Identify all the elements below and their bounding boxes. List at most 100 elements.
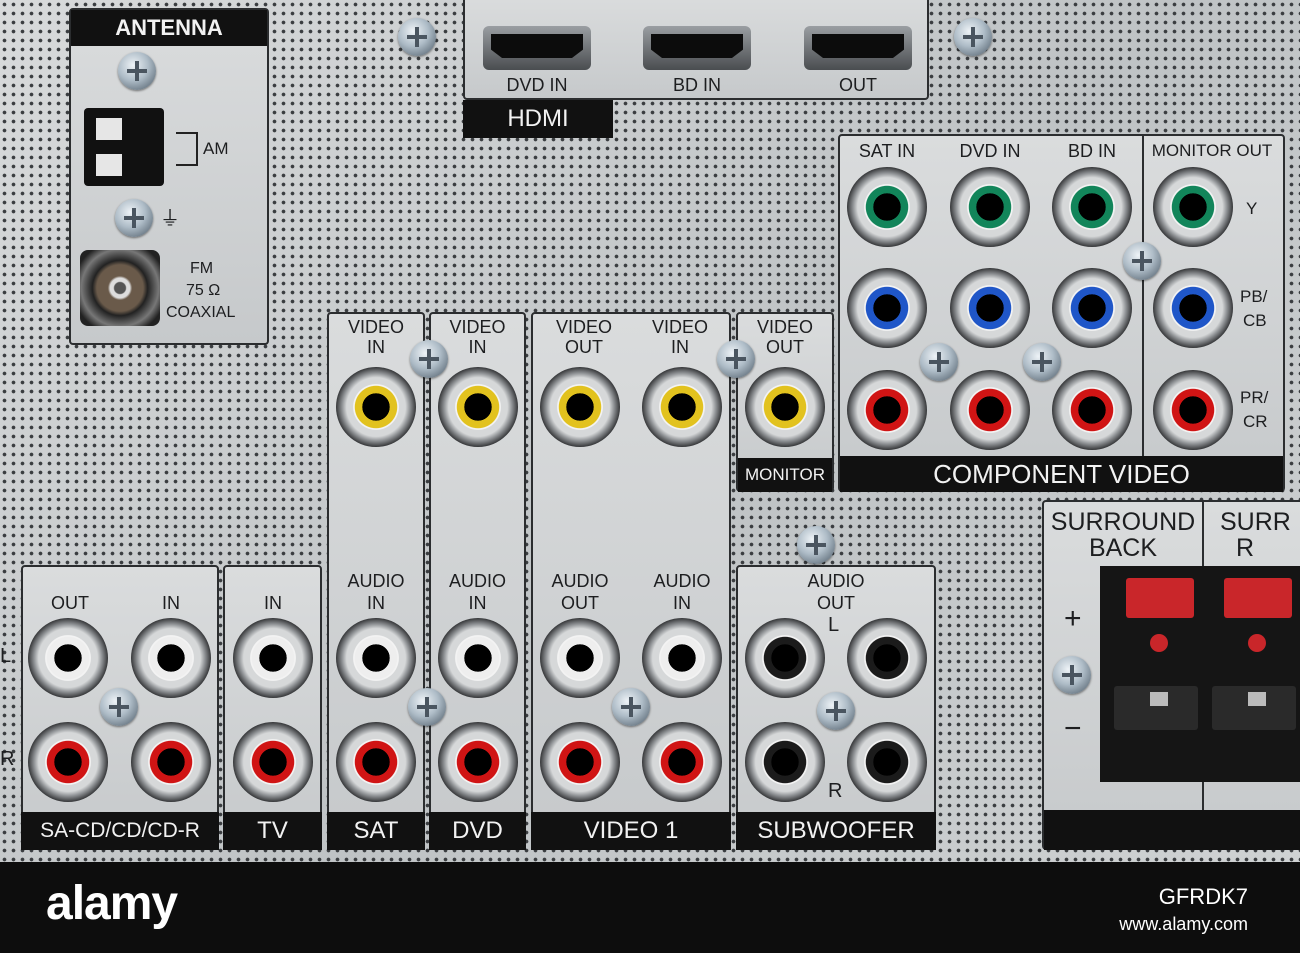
dvd-audio-in-label-2: IN	[468, 593, 487, 613]
subwoofer-r-label: R	[828, 780, 843, 802]
component-divider	[1142, 134, 1144, 456]
speaker-post-grey-2	[1248, 692, 1266, 706]
plus-label: +	[1064, 602, 1082, 635]
fm-ohm-label: 75 Ω	[186, 282, 221, 299]
subwoofer-jack-4	[847, 722, 927, 802]
video1-audio-in-label-1: AUDIO	[653, 571, 711, 591]
dvd-title: DVD	[429, 812, 526, 850]
antenna-screw-ground	[115, 199, 153, 237]
hdmi-screw-left	[398, 18, 436, 56]
pb-label: PB/	[1240, 287, 1268, 306]
component-screw-1	[1123, 242, 1161, 280]
component-dvd-pr-jack	[950, 370, 1030, 450]
surround-back-label-1: SURROUND	[1050, 508, 1196, 536]
monitor-video-out-label-1: VIDEO	[756, 317, 813, 337]
subwoofer-audio-label: AUDIO	[807, 571, 865, 591]
video1-title: VIDEO 1	[531, 812, 731, 850]
surround-screw	[1053, 656, 1091, 694]
video1-audio-in-l-jack	[642, 618, 722, 698]
video-screw-4	[612, 688, 650, 726]
sacd-out-l-jack	[28, 618, 108, 698]
sacd-out-r-jack	[28, 722, 108, 802]
hdmi-dvd-in-label: DVD IN	[506, 75, 568, 95]
component-bd-in-label: BD IN	[1067, 141, 1116, 161]
surround-r-label-1: SURR	[1220, 508, 1291, 536]
component-screw-2	[920, 343, 958, 381]
tv-in-label: IN	[264, 593, 282, 613]
watermark-brand: alamy	[46, 877, 178, 930]
video1-video-out-label-1: VIDEO	[555, 317, 612, 337]
am-label: AM	[203, 139, 229, 158]
fm-label: FM	[190, 260, 214, 277]
sacd-in-r-jack	[131, 722, 211, 802]
pr-label: PR/	[1240, 388, 1269, 407]
subwoofer-out-label: OUT	[817, 593, 855, 613]
video1-video-in-label-2: IN	[671, 337, 689, 357]
surround-bottom-bar	[1044, 810, 1300, 850]
monitor-pr-jack	[1153, 370, 1233, 450]
surround-back-label-2: BACK	[1088, 534, 1158, 562]
sat-video-in-jack	[336, 367, 416, 447]
am-terminal	[84, 108, 164, 186]
fm-coax-jack	[80, 250, 160, 326]
subwoofer-jack-2	[847, 618, 927, 698]
minus-label: −	[1064, 712, 1082, 745]
dvd-video-in-jack	[438, 367, 518, 447]
component-video-title: COMPONENT VIDEO	[840, 456, 1283, 492]
hdmi-out-label: OUT	[839, 75, 877, 95]
sat-video-in-label-2: IN	[367, 337, 385, 357]
component-dvd-y-jack	[950, 167, 1030, 247]
video-screw-1	[410, 340, 448, 378]
ground-icon: ⏚	[160, 208, 180, 230]
component-bd-y-jack	[1052, 167, 1132, 247]
y-label: Y	[1246, 199, 1258, 218]
video1-audio-out-l-jack	[540, 618, 620, 698]
hdmi-title: HDMI	[463, 100, 613, 138]
sacd-out-label: OUT	[51, 593, 89, 613]
hdmi-bd-in-port	[643, 26, 751, 70]
video-screw-3	[408, 688, 446, 726]
sacd-in-label: IN	[162, 593, 180, 613]
tv-plate	[223, 565, 322, 850]
video1-audio-in-label-2: IN	[673, 593, 691, 613]
subwoofer-title: SUBWOOFER	[736, 812, 936, 850]
hdmi-out-port	[804, 26, 912, 70]
hdmi-bd-in-label: BD IN	[672, 75, 721, 95]
video1-audio-out-label-2: OUT	[561, 593, 599, 613]
monitor-pb-jack	[1153, 268, 1233, 348]
speaker-lever-red-2	[1224, 578, 1292, 618]
sacd-title: SA-CD/CD/CD-R	[21, 812, 219, 850]
component-sat-pb-jack	[847, 268, 927, 348]
monitor-video-out-label-2: OUT	[766, 337, 804, 357]
component-sat-in-label: SAT IN	[858, 141, 916, 161]
video-screw-2	[717, 340, 755, 378]
sat-audio-in-label-1: AUDIO	[347, 571, 405, 591]
tv-in-l-jack	[233, 618, 313, 698]
dvd-audio-in-label-1: AUDIO	[448, 571, 506, 591]
video1-audio-out-label-1: AUDIO	[551, 571, 609, 591]
subwoofer-screw-mid	[817, 692, 855, 730]
component-bd-pr-jack	[1052, 370, 1132, 450]
video1-video-in-label-1: VIDEO	[651, 317, 708, 337]
speaker-post-red-1	[1150, 634, 1168, 652]
monitor-video-out-jack	[745, 367, 825, 447]
watermark-code: GFRDK7	[1158, 884, 1248, 909]
video1-video-out-jack	[540, 367, 620, 447]
subwoofer-jack-1	[745, 618, 825, 698]
video1-audio-out-r-jack	[540, 722, 620, 802]
sat-audio-r-jack	[336, 722, 416, 802]
monitor-y-jack	[1153, 167, 1233, 247]
watermark-url: www.alamy.com	[1119, 914, 1248, 934]
component-sat-pr-jack	[847, 370, 927, 450]
video1-video-in-jack	[642, 367, 722, 447]
sacd-in-l-jack	[131, 618, 211, 698]
monitor-out-label: MONITOR OUT	[1151, 141, 1273, 160]
sacd-screw	[100, 688, 138, 726]
subwoofer-jack-3	[745, 722, 825, 802]
dvd-video-in-label-1: VIDEO	[449, 317, 506, 337]
component-dvd-pb-jack	[950, 268, 1030, 348]
hdmi-screw-right	[954, 18, 992, 56]
sat-audio-in-label-2: IN	[367, 593, 385, 613]
monitor-title: MONITOR	[738, 458, 832, 492]
